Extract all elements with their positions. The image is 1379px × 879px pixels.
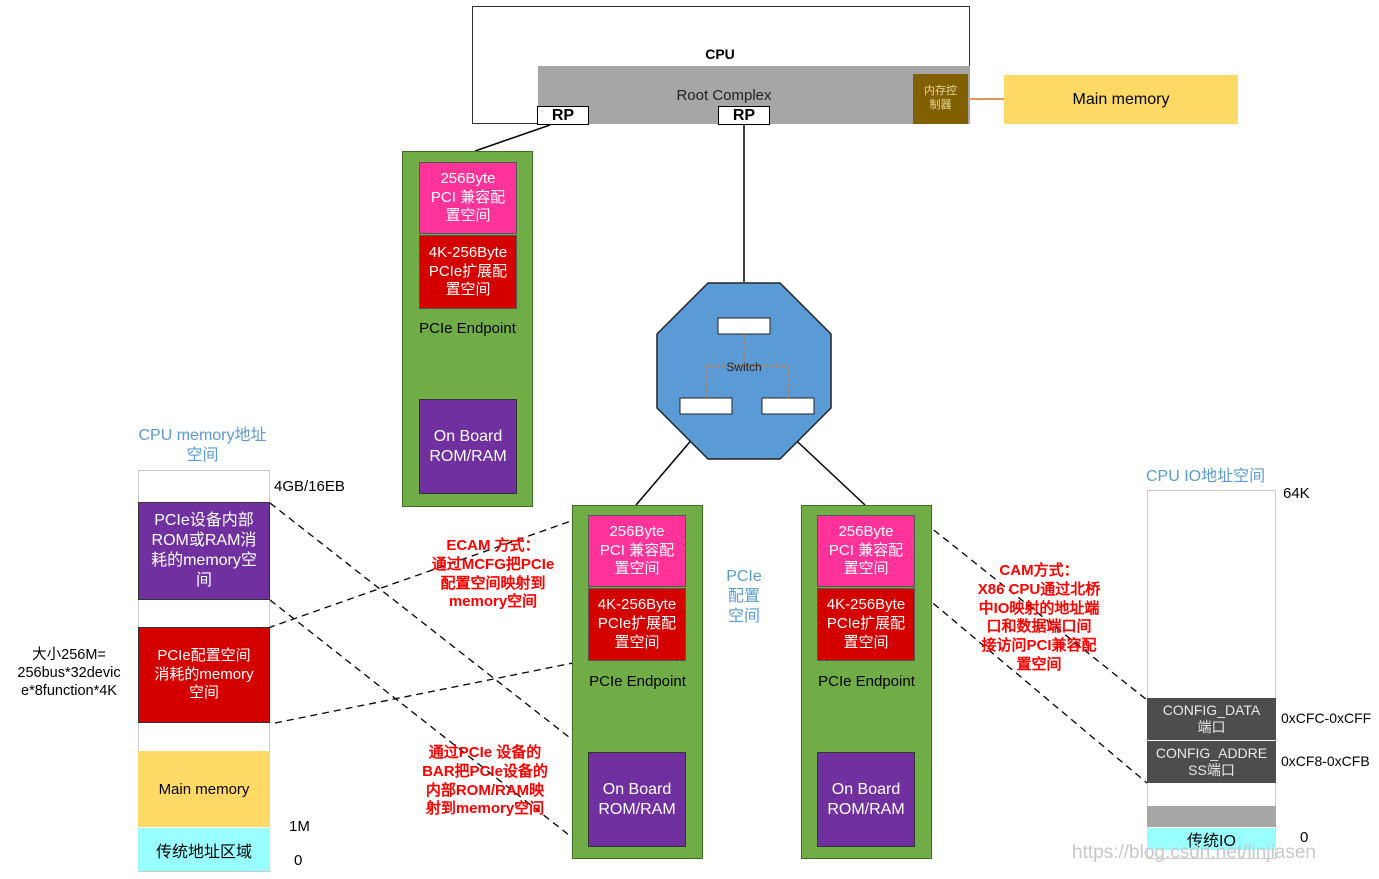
note-cam: CAM方式： X86 CPU通过北桥 中IO映射的地址端 口和数据端口间 接访问… — [977, 562, 1101, 673]
cpu-label: CPU — [705, 46, 735, 62]
endpoint-right-cfg256: 256Byte PCI 兼容配 置空间 — [817, 515, 915, 587]
io-map-column — [1147, 490, 1276, 859]
switch-label: Switch — [726, 360, 762, 374]
memory-map-legacy: 传统地址区域 — [138, 828, 270, 871]
io-map-addr-data: 0xCFC-0xCFF — [1281, 710, 1372, 726]
io-map-addr-address: 0xCF8-0xCFB — [1281, 753, 1370, 769]
memory-map-cfg: PCIe配置空间 消耗的memory 空间 — [138, 627, 270, 723]
note-bar: 通过PCIe 设备的 BAR把PCIe设备的 内部ROM/RAM映 射到memo… — [422, 744, 548, 818]
endpoint-mid-label: PCIe Endpoint — [589, 672, 686, 690]
endpoint-right-label: PCIe Endpoint — [818, 672, 915, 690]
io-map-gray-block — [1147, 806, 1276, 827]
watermark: https://blog.csdn.net/linjiasen — [1072, 842, 1316, 863]
endpoint-mid-rom: On Board ROM/RAM — [588, 752, 686, 847]
endpoint-right-rom: On Board ROM/RAM — [817, 752, 915, 847]
endpoint-mid-cfg256: 256Byte PCI 兼容配 置空间 — [588, 515, 686, 587]
endpoint-mid-cfg4k: 4K-256Byte PCIe扩展配 置空间 — [588, 588, 686, 661]
memory-map-rom-ram: PCIe设备内部 ROM或RAM消 耗的memory空 间 — [138, 502, 270, 600]
io-map-config-address: CONFIG_ADDRE SS端口 — [1147, 741, 1276, 783]
io-map-legacy-io: 传统IO — [1147, 828, 1276, 850]
io-map-title: CPU IO地址空间 — [1146, 468, 1266, 485]
endpoint-top-label: PCIe Endpoint — [419, 319, 516, 337]
endpoint-top-cfg4k: 4K-256Byte PCIe扩展配 置空间 — [419, 235, 517, 309]
note-ecam: ECAM 方式： 通过MCFG把PCIe 配置空间映射到 memory空间 — [431, 537, 555, 611]
memory-map-addr-0: 0 — [294, 852, 303, 869]
memory-controller: 内存控 制器 — [913, 74, 968, 124]
pcie-cfg-space-label: PCIe 配置 空间 — [726, 568, 762, 625]
main-memory-top: Main memory — [1004, 75, 1238, 124]
endpoint-top-cfg256: 256Byte PCI 兼容配 置空间 — [419, 162, 517, 234]
io-map-addr-top: 64K — [1283, 485, 1310, 502]
endpoint-top-rom: On Board ROM/RAM — [419, 399, 517, 494]
memory-map-addr-top: 4GB/16EB — [274, 478, 345, 495]
io-map-addr-0: 0 — [1300, 829, 1309, 846]
link-rp-left-to-endpoint — [474, 124, 551, 152]
map-line-ecam-bottom — [274, 659, 589, 724]
io-map-config-data: CONFIG_DATA 端口 — [1147, 698, 1276, 740]
memory-map-title: CPU memory地址 空间 — [138, 427, 267, 464]
rp-left: RP — [537, 106, 589, 125]
memory-map-addr-1m: 1M — [289, 818, 310, 835]
memory-map-size-note: 大小256M= 256bus*32devic e*8function*4K — [17, 647, 121, 700]
switch-icon — [656, 282, 832, 460]
memory-map-main: Main memory — [138, 751, 270, 827]
rp-right: RP — [718, 106, 770, 125]
endpoint-right-cfg4k: 4K-256Byte PCIe扩展配 置空间 — [817, 588, 915, 661]
